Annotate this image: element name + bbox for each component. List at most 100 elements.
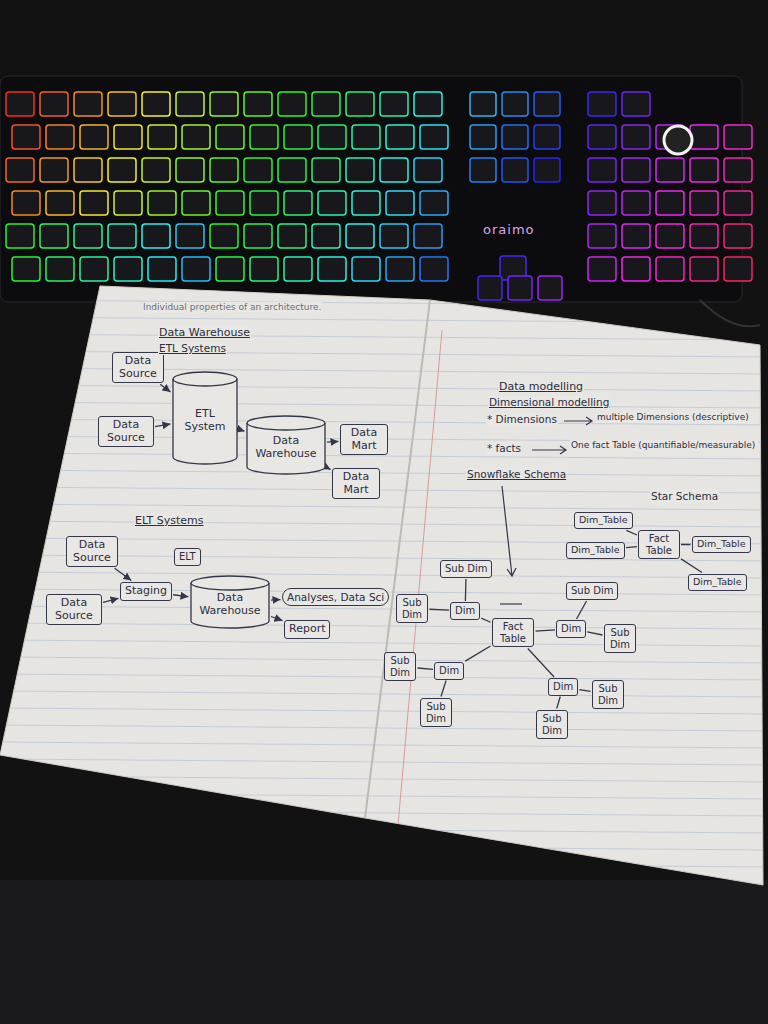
ruled-line <box>0 470 768 476</box>
relation-line <box>626 547 637 548</box>
process-box: Data Mart <box>332 468 380 499</box>
note-text: One fact Table (quantifiable/measurable) <box>570 440 758 451</box>
relation-line <box>536 630 556 631</box>
keycap <box>148 257 176 281</box>
node-text: Data Source <box>71 539 113 564</box>
keycap <box>74 92 102 116</box>
ruled-line <box>0 317 768 323</box>
keycap <box>470 92 496 116</box>
keycap <box>210 224 238 248</box>
ruled-line <box>0 623 768 629</box>
node-text: Analyses, Data Sci <box>287 591 384 603</box>
process-box: Fact Table <box>492 618 534 647</box>
ruled-line <box>0 776 768 782</box>
keycap <box>312 158 340 182</box>
relation-line <box>681 544 691 545</box>
process-box: Sub Dim <box>420 698 452 727</box>
node-text: Dim <box>561 623 581 635</box>
keycap <box>216 191 244 215</box>
keycap <box>352 125 380 149</box>
keycap <box>80 125 108 149</box>
node-text: Dim_Table <box>693 577 742 588</box>
cylinder-body <box>247 416 325 474</box>
process-box: Sub Dim <box>396 594 428 623</box>
note-text: Star Schema <box>650 490 719 503</box>
process-box: Data Source <box>112 352 164 383</box>
process-box: Data Source <box>66 536 118 567</box>
ruled-lines <box>0 300 768 884</box>
flow-arrow <box>271 599 281 601</box>
storage-cylinder: Data Warehouse <box>190 576 270 628</box>
keycap <box>148 125 176 149</box>
keyboard-keys <box>6 92 752 300</box>
text-arrow <box>532 446 566 454</box>
keycap <box>182 257 210 281</box>
ruled-line <box>0 759 768 765</box>
note-text: Dimensional modelling <box>488 396 610 409</box>
relation-line <box>587 632 602 635</box>
relation-line <box>441 681 446 697</box>
relation-line <box>626 530 637 535</box>
process-box: Dim <box>434 662 464 680</box>
keycap <box>724 257 752 281</box>
keycap <box>588 158 616 182</box>
process-box: Dim <box>548 678 578 696</box>
desk-mat <box>0 880 768 1024</box>
pen-stroke <box>500 603 522 604</box>
keycap <box>588 224 616 248</box>
process-box: Data Source <box>46 594 102 625</box>
keycap <box>278 92 306 116</box>
keycap <box>346 92 374 116</box>
keycap <box>176 158 204 182</box>
keycap <box>534 92 560 116</box>
note-text: * facts <box>486 442 522 455</box>
cable <box>700 300 760 326</box>
keycap <box>12 257 40 281</box>
flow-arrow <box>115 568 132 580</box>
keycap <box>74 158 102 182</box>
keycap <box>318 191 346 215</box>
keycap <box>40 224 68 248</box>
ruled-line <box>0 742 768 748</box>
keycap <box>690 257 718 281</box>
ruled-line <box>0 521 768 527</box>
keycap <box>508 276 532 300</box>
keycap <box>40 158 68 182</box>
keycap <box>346 224 374 248</box>
keycap <box>142 92 170 116</box>
cylinder-rim <box>247 423 325 430</box>
keycap <box>142 224 170 248</box>
keycap <box>250 125 278 149</box>
flow-arrow <box>160 384 170 392</box>
keycap <box>216 125 244 149</box>
process-box: Dim_Table <box>692 536 751 553</box>
keycap <box>622 125 650 149</box>
keycap <box>690 125 718 149</box>
keycap <box>12 125 40 149</box>
process-box: Report <box>284 620 330 639</box>
keycap <box>538 276 562 300</box>
keycap <box>380 92 408 116</box>
keycap <box>40 92 68 116</box>
process-box: Sub Dim <box>440 560 492 578</box>
note-text: multiple Dimensions (descriptive) <box>596 412 758 423</box>
keycap <box>414 224 442 248</box>
margin-line <box>398 330 442 825</box>
ruled-line <box>0 572 768 578</box>
ruled-line <box>0 844 768 850</box>
node-text: Dim_Table <box>579 515 628 526</box>
process-box: Fact Table <box>638 530 680 559</box>
ruled-line <box>0 334 768 340</box>
keycap <box>724 224 752 248</box>
keycap <box>534 125 560 149</box>
keycap <box>588 257 616 281</box>
keycap <box>588 92 616 116</box>
keycap <box>318 125 346 149</box>
relation-line <box>465 579 467 601</box>
keycap <box>108 224 136 248</box>
node-text: Fact Table <box>643 533 675 556</box>
keycap <box>724 158 752 182</box>
node-text: Fact Table <box>497 621 529 644</box>
process-box: ELT <box>174 548 201 566</box>
